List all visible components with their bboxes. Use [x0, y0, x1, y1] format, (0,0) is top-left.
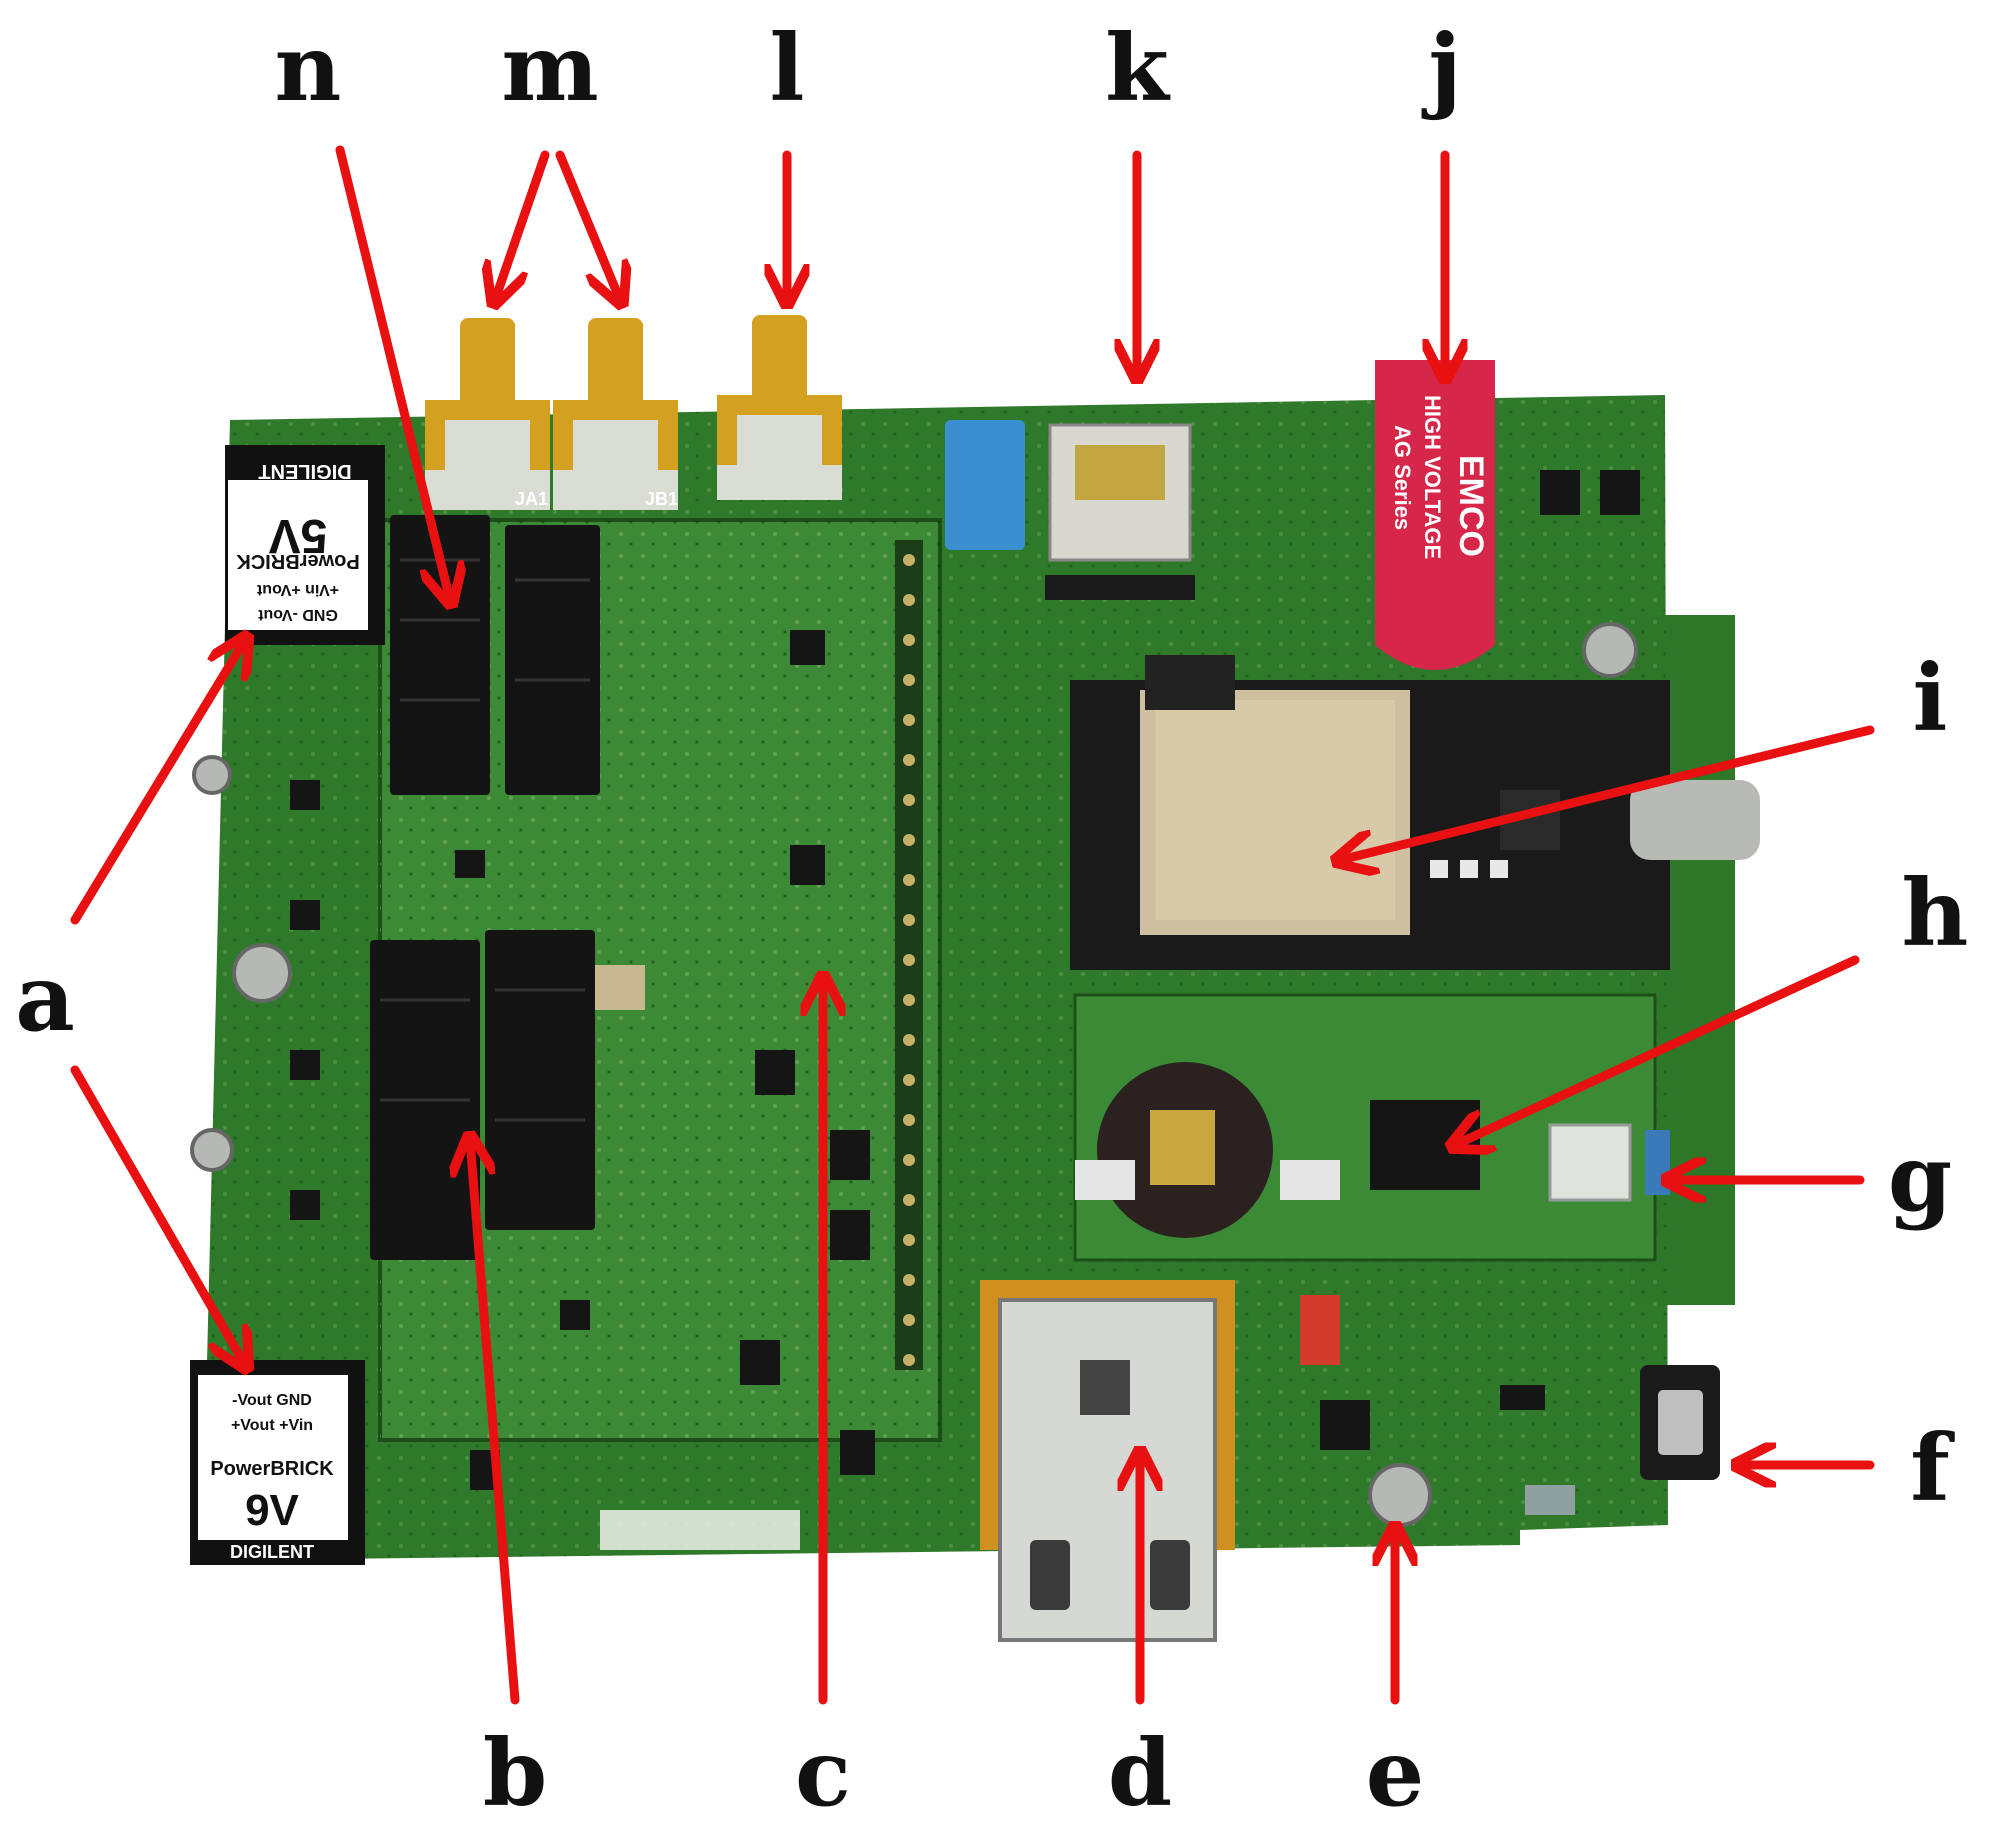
label-l: l — [770, 14, 805, 122]
label-e: e — [1366, 1719, 1425, 1827]
brick-5v-pins-2: GND -Vout — [257, 606, 337, 623]
brick-5v-pins-1: +Vin +Vout — [256, 581, 339, 598]
standoff — [1368, 1463, 1432, 1527]
blue-capacitor — [945, 420, 1025, 550]
brick-5v-voltage: 5V — [269, 509, 328, 562]
label-j: j — [1421, 14, 1461, 122]
brick-9v-pins-1: -Vout GND — [232, 1392, 312, 1409]
emco-line1: HIGH VOLTAGE — [1420, 395, 1445, 559]
rtc-board — [1073, 993, 1670, 1262]
arrow-a-bottom — [70, 1065, 245, 1365]
brick-9v-voltage: 9V — [245, 1486, 299, 1535]
emco-brand: EMCO — [1452, 455, 1490, 557]
label-h: h — [1902, 859, 1969, 967]
usb-c-connector — [1640, 1365, 1720, 1480]
label-f: f — [1910, 1414, 1955, 1522]
annotation-arrows — [70, 145, 1875, 1705]
arrow-a-top — [70, 640, 245, 925]
power-brick-9v: -Vout GND +Vout +Vin PowerBRICK 9V DIGIL… — [190, 1360, 365, 1565]
arrow-m-right — [555, 150, 620, 300]
label-g: g — [1888, 1124, 1952, 1232]
emco-line2: AG Series — [1390, 425, 1415, 530]
arrow-n — [335, 145, 450, 600]
brick-9v-brand: DIGILENT — [230, 1542, 314, 1562]
label-i: i — [1913, 644, 1948, 752]
label-a: a — [15, 944, 75, 1052]
arrow-h — [1455, 955, 1860, 1145]
brick-9v-pins-2: +Vout +Vin — [231, 1417, 313, 1434]
brick-5v-brand: DIGILENT — [258, 460, 351, 482]
esp32-module — [1070, 655, 1760, 970]
brick-5v-model: PowerBRICK — [236, 550, 360, 572]
arrow-i — [1340, 725, 1875, 860]
red-switch — [1300, 1295, 1340, 1365]
sd-card-slot — [1045, 423, 1195, 600]
annotation-labels: a b c d e f g h i j k l m n — [15, 14, 1968, 1827]
label-b: b — [483, 1719, 547, 1827]
arrow-b — [470, 1140, 520, 1705]
label-n: n — [275, 14, 342, 122]
brick-9v-model: PowerBRICK — [210, 1458, 334, 1480]
rj45-connector — [980, 1280, 1235, 1642]
label-c: c — [795, 1719, 851, 1827]
power-brick-5v: DIGILENT 5V PowerBRICK +Vin +Vout GND -V… — [225, 445, 385, 645]
black-modules-bottom — [370, 930, 645, 1260]
arrow-m-left — [495, 150, 550, 300]
sma-connectors: JA1 JB1 — [425, 315, 842, 510]
label-m: m — [501, 14, 598, 122]
emco-hv-module: EMCO HIGH VOLTAGE AG Series — [1375, 360, 1495, 670]
sma-jb1-label: JB1 — [645, 489, 678, 509]
label-k: k — [1105, 14, 1171, 122]
label-d: d — [1108, 1719, 1172, 1827]
sma-ja1-label: JA1 — [515, 489, 548, 509]
